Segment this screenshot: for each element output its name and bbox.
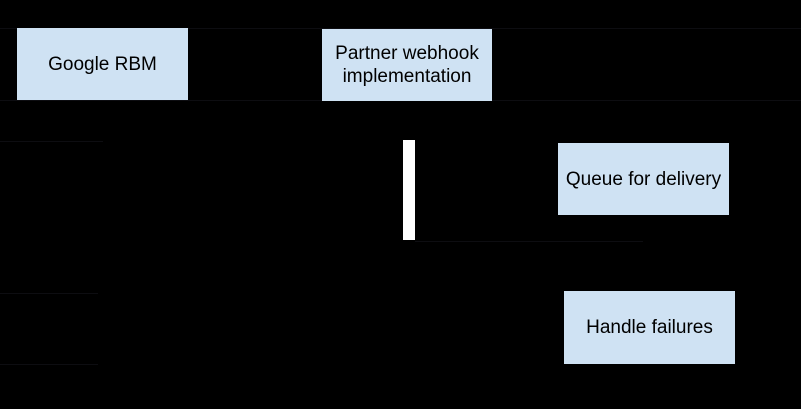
faint-left-row-line-2 (0, 293, 98, 294)
faint-band-top-line (0, 28, 801, 29)
faint-left-row-line (0, 141, 103, 142)
node-google-rbm-label: Google RBM (48, 53, 157, 75)
faint-left-row-line-3 (0, 364, 98, 365)
node-queue-for-delivery: Queue for delivery (558, 143, 729, 215)
node-handle-failures-label: Handle failures (586, 317, 713, 338)
node-partner-webhook-label: Partner webhook implementation (335, 43, 479, 87)
node-partner-webhook-implementation: Partner webhook implementation (322, 29, 492, 101)
node-handle-failures: Handle failures (564, 291, 735, 364)
node-google-rbm: Google RBM (17, 28, 188, 100)
node-queue-for-delivery-label: Queue for delivery (565, 168, 722, 190)
activation-bar (403, 140, 415, 240)
faint-return-line (415, 241, 643, 242)
